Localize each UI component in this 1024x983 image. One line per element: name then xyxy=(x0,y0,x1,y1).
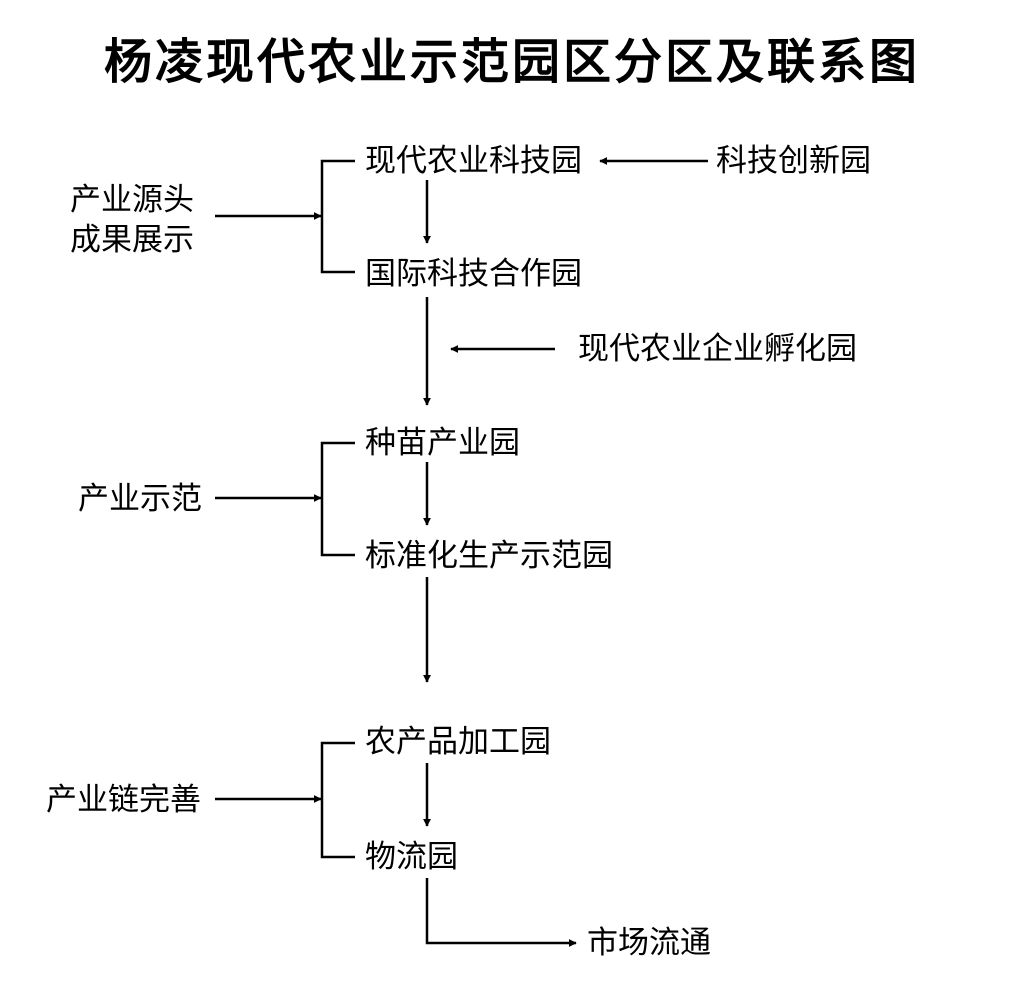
node-modern-agri-incubator-park: 现代农业企业孵化园 xyxy=(578,331,857,367)
arrow-logistics-to-market xyxy=(425,878,577,947)
label-chain-improvement: 产业链完善 xyxy=(46,782,201,818)
node-seedling-industry-park: 种苗产业园 xyxy=(365,425,520,461)
diagram-title: 杨凌现代农业示范园区分区及联系图 xyxy=(103,34,920,90)
node-agri-processing-park: 农产品加工园 xyxy=(365,724,551,760)
bracket-chain xyxy=(320,741,355,859)
label-source-line1: 产业源头 xyxy=(70,182,194,218)
bracket-source xyxy=(320,159,355,274)
node-tech-innovation-park: 科技创新园 xyxy=(716,143,871,179)
node-intl-tech-coop-park: 国际科技合作园 xyxy=(365,256,582,292)
node-standard-production-demo-park: 标准化生产示范园 xyxy=(365,538,613,574)
node-modern-agri-tech-park: 现代农业科技园 xyxy=(365,143,582,179)
bracket-demo xyxy=(320,441,355,557)
label-industry-demo: 产业示范 xyxy=(78,481,202,517)
node-logistics-park: 物流园 xyxy=(365,839,458,875)
node-market-circulation: 市场流通 xyxy=(587,925,711,961)
label-source-line2: 成果展示 xyxy=(70,222,194,258)
